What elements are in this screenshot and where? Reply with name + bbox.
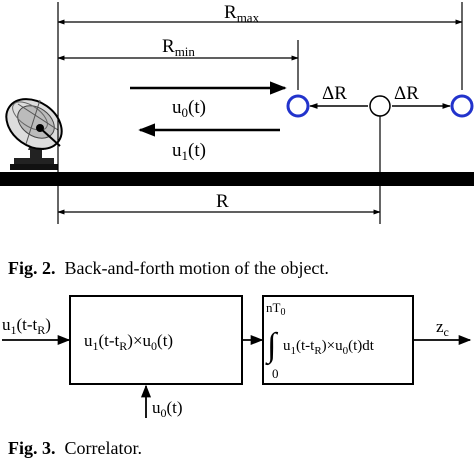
reference-input-label: u0(t) (152, 398, 183, 420)
figure-3-caption-text: Correlator. (64, 438, 142, 458)
target-near-position (286, 94, 310, 118)
multiplier-block (69, 295, 243, 385)
figure-2-number: Fig. 2. (8, 258, 56, 278)
integral-upper-limit: nT0 (266, 300, 285, 318)
integral-sign: ∫ (265, 327, 279, 366)
integrator-block (262, 295, 414, 385)
figure-3-caption: Fig. 3. Correlator. (8, 438, 142, 459)
correlator-input-label: u1(t-tR) (2, 315, 51, 337)
target-center-position (369, 95, 391, 117)
figure-3-number: Fig. 3. (8, 438, 56, 458)
figure-3: u1(t-tR) u1(t-tR)×u0(t) u0(t) ∫ nT0 0 u1… (2, 295, 472, 420)
rmax-label: Rmax (224, 2, 260, 25)
figure-2-caption-text: Back-and-forth motion of the object. (64, 258, 329, 278)
integral-lower-limit: 0 (272, 366, 279, 381)
radar-dish-icon (5, 98, 63, 170)
delta-r-left-label: ΔR (322, 83, 347, 104)
correlator-output-label: zc (436, 317, 449, 339)
multiplier-label: u1(t-tR)×u0(t) (84, 331, 173, 353)
figure-2: Rmax Rmin u0(t) u1(t) ΔR ΔR R (0, 2, 474, 224)
rmin-label: Rmin (162, 36, 195, 59)
target-far-position (450, 94, 474, 118)
figure-2-caption: Fig. 2. Back-and-forth motion of the obj… (8, 258, 329, 279)
r-label: R (216, 191, 229, 212)
delta-r-right-label: ΔR (394, 83, 419, 104)
integrator-label: u1(t-tR)×u0(t)dt (283, 338, 375, 357)
u0-label: u0(t) (172, 97, 206, 120)
ground-bar (0, 172, 474, 186)
u1-label: u1(t) (172, 140, 206, 163)
